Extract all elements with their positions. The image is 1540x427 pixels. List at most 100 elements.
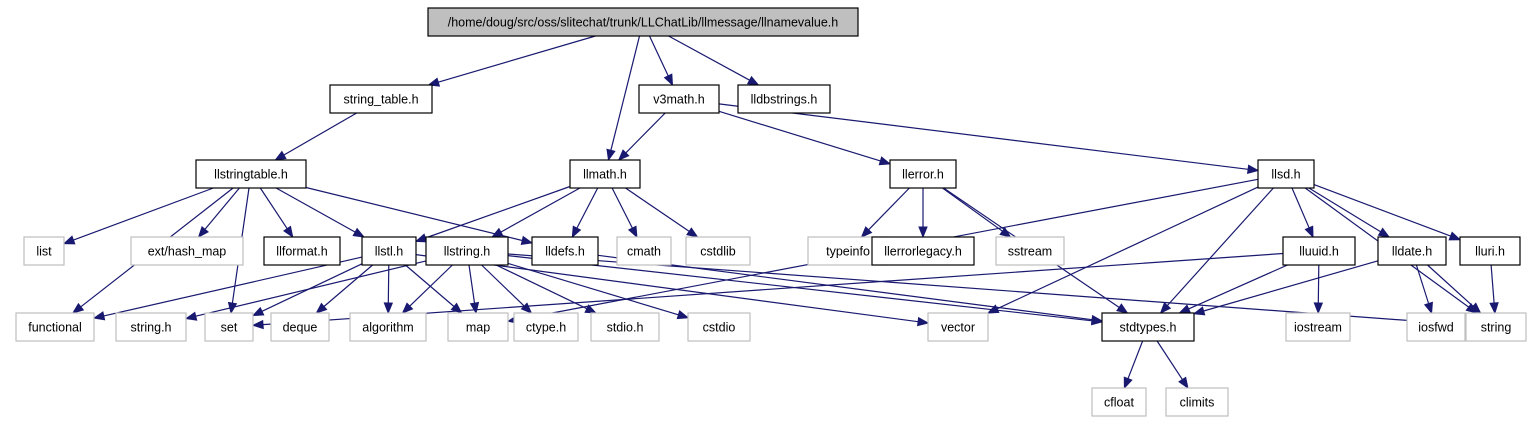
node-box bbox=[687, 312, 751, 342]
arrowhead-root-to-string_table bbox=[427, 77, 441, 87]
node-box bbox=[329, 84, 433, 114]
node-llmath[interactable]: llmath.h bbox=[569, 159, 641, 189]
edge-llstring-to-algorithm bbox=[409, 264, 453, 307]
arrowhead-llstl-to-functional bbox=[92, 311, 106, 321]
node-label: cstdio bbox=[703, 321, 736, 335]
node-cstdio: cstdio bbox=[687, 312, 751, 342]
node-llsd[interactable]: llsd.h bbox=[1257, 159, 1315, 189]
edge-llmath-to-llstring bbox=[500, 187, 581, 233]
node-label: llstl.h bbox=[375, 245, 404, 259]
node-label: string bbox=[1481, 321, 1512, 335]
arrowhead-llerror-to-llerrorlegacy bbox=[918, 226, 928, 239]
node-box bbox=[1091, 387, 1147, 417]
node-box bbox=[447, 312, 509, 342]
edge-llstl-to-algorithm bbox=[387, 264, 390, 304]
node-box bbox=[927, 312, 989, 342]
edge-root-to-llmath bbox=[610, 35, 641, 151]
node-hash-map: ext/hash_map bbox=[130, 236, 244, 266]
node-set: set bbox=[204, 312, 254, 342]
node-lldbstrings[interactable]: lldbstrings.h bbox=[737, 84, 831, 114]
edge-llstring-to-cstdio bbox=[507, 262, 679, 316]
edge-llstringtable-to-lldefs bbox=[305, 186, 523, 242]
node-label: deque bbox=[283, 321, 318, 335]
edge-string_table-to-llstringtable bbox=[283, 112, 357, 156]
node-vector: vector bbox=[927, 312, 989, 342]
node-algorithm: algorithm bbox=[349, 312, 427, 342]
arrowhead-stdtypes-to-cfloat bbox=[1123, 376, 1133, 390]
node-box bbox=[1377, 236, 1447, 266]
edge-lldefs-to-stdtypes bbox=[597, 254, 1093, 321]
node-label: string.h bbox=[131, 321, 172, 335]
node-label: vector bbox=[941, 321, 975, 335]
node-deque: deque bbox=[270, 312, 330, 342]
edge-root-to-lldbstrings bbox=[668, 35, 750, 81]
node-llstringtable[interactable]: llstringtable.h bbox=[195, 159, 307, 189]
arrowhead-llstringtable-to-functional bbox=[71, 302, 85, 314]
arrowhead-llstring-to-algorithm bbox=[401, 302, 414, 314]
edge-lldate-to-iosfwd bbox=[1415, 264, 1430, 304]
node-box bbox=[23, 236, 65, 266]
edge-lluuid-to-set bbox=[262, 252, 1284, 326]
arrowhead-llstring-to-map bbox=[469, 301, 480, 315]
node-map: map bbox=[447, 312, 509, 342]
arrowhead-llstringtable-to-lldefs bbox=[520, 235, 534, 245]
node-box bbox=[995, 236, 1065, 266]
arrowhead-llstring-to-cstdio bbox=[676, 310, 690, 320]
arrowhead-llmath-to-llstl bbox=[414, 233, 428, 243]
node-label: map bbox=[466, 321, 490, 335]
node-llstring[interactable]: llstring.h bbox=[425, 236, 509, 266]
node-llformat[interactable]: llformat.h bbox=[263, 236, 341, 266]
node-label: llstring.h bbox=[444, 245, 491, 259]
arrowhead-lldate-to-stdtypes bbox=[1192, 306, 1206, 316]
node-lluri[interactable]: lluri.h bbox=[1459, 236, 1521, 266]
node-box bbox=[425, 236, 509, 266]
node-root[interactable]: /home/doug/src/oss/slitechat/trunk/LLCha… bbox=[427, 7, 859, 37]
node-lldefs[interactable]: lldefs.h bbox=[531, 236, 599, 266]
node-box bbox=[1465, 312, 1527, 342]
node-box bbox=[638, 84, 720, 114]
node-string-table[interactable]: string_table.h bbox=[329, 84, 433, 114]
node-label: ext/hash_map bbox=[148, 245, 227, 259]
node-box bbox=[195, 159, 307, 189]
node-label: set bbox=[221, 321, 238, 335]
node-string-h: string.h bbox=[115, 312, 187, 342]
node-lluuid[interactable]: lluuid.h bbox=[1282, 236, 1356, 266]
node-sstream: sstream bbox=[995, 236, 1065, 266]
node-box bbox=[1282, 236, 1356, 266]
edge-lldate-to-string bbox=[1427, 264, 1474, 307]
node-box bbox=[1257, 159, 1315, 189]
arrowhead-root-to-lldbstrings bbox=[746, 75, 760, 86]
edge-llstl-to-map bbox=[405, 264, 455, 307]
node-label: typeinfo bbox=[826, 245, 870, 259]
edge-v3math-to-llerror bbox=[718, 110, 881, 162]
arrowhead-lluuid-to-set bbox=[251, 319, 264, 330]
edge-llstring-to-stdtypes bbox=[507, 255, 1093, 322]
node-box bbox=[15, 312, 95, 342]
edge-lluuid-to-stdtypes bbox=[1188, 264, 1288, 310]
node-box bbox=[1406, 312, 1466, 342]
node-llerrorlegacy[interactable]: llerrorlegacy.h bbox=[871, 236, 975, 266]
edge-llstringtable-to-llstl bbox=[275, 187, 356, 233]
node-box bbox=[1285, 312, 1351, 342]
arrowhead-llsd-to-stdtypes bbox=[1159, 302, 1172, 314]
edge-llerror-to-sstream bbox=[942, 187, 1003, 232]
node-box bbox=[737, 84, 831, 114]
node-v3math[interactable]: v3math.h bbox=[638, 84, 720, 114]
node-llerror[interactable]: llerror.h bbox=[889, 159, 957, 189]
node-list: list bbox=[23, 236, 65, 266]
node-climits: climits bbox=[1165, 387, 1229, 417]
arrowhead-llerror-to-typeinfo bbox=[860, 226, 873, 238]
arrowhead-lldate-to-iosfwd bbox=[1423, 301, 1433, 315]
node-llstl[interactable]: llstl.h bbox=[361, 236, 417, 266]
arrowhead-llstringtable-to-list bbox=[62, 235, 76, 245]
arrowhead-llstl-to-vector bbox=[917, 316, 930, 327]
node-box bbox=[889, 159, 957, 189]
node-ctype: ctype.h bbox=[513, 312, 579, 342]
edge-llstl-to-set bbox=[261, 263, 363, 312]
arrowhead-string_table-to-llstringtable bbox=[274, 150, 287, 161]
arrowhead-llerror-to-sstream bbox=[999, 227, 1012, 238]
node-box bbox=[1459, 236, 1521, 266]
node-stdtypes[interactable]: stdtypes.h bbox=[1101, 312, 1195, 342]
node-label: llformat.h bbox=[276, 245, 327, 259]
node-lldate[interactable]: lldate.h bbox=[1377, 236, 1447, 266]
